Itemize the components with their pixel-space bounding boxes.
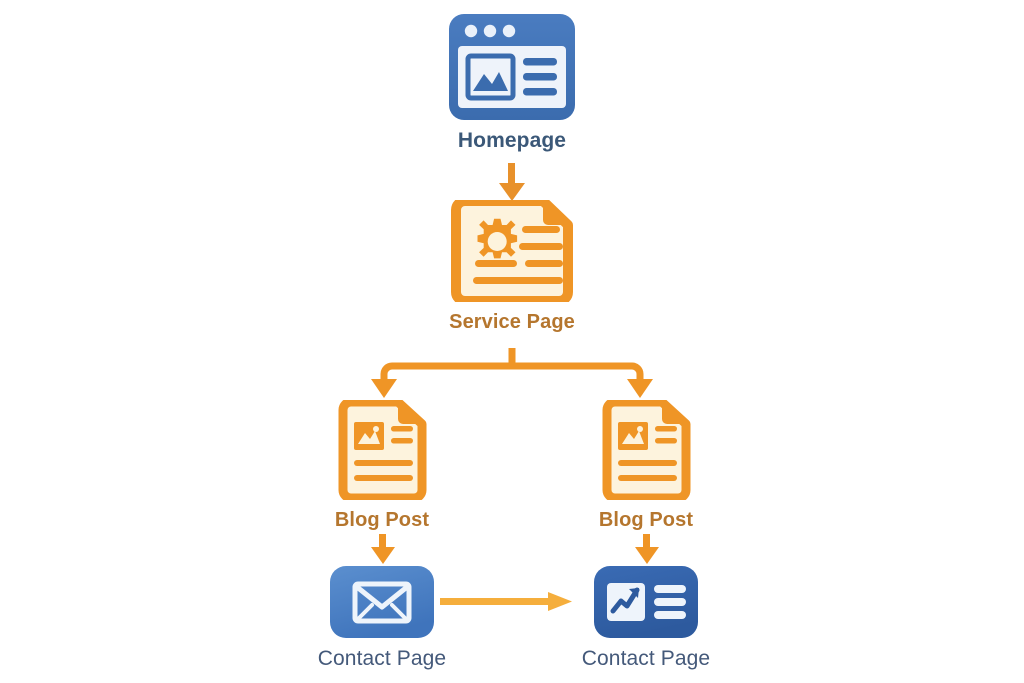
node-contact-page-left[interactable]: Contact Page (292, 566, 472, 671)
node-homepage[interactable]: Homepage (422, 14, 602, 153)
document-image-icon (600, 397, 693, 503)
node-label-service-page: Service Page (449, 311, 575, 333)
connector-blog-right-to-contact-right (626, 534, 668, 566)
connector-blog-left-to-contact-left (362, 534, 404, 566)
chart-panel-icon (594, 566, 698, 638)
node-label-blog-post-left: Blog Post (334, 509, 430, 531)
node-contact-page-right[interactable]: Contact Page (556, 566, 736, 671)
connector-contact-left-to-contact-right (440, 588, 580, 616)
browser-window-icon (449, 14, 575, 120)
node-label-blog-post-right: Blog Post (598, 509, 694, 531)
connector-homepage-to-service (487, 163, 537, 203)
node-label-contact-page-left: Contact Page (317, 647, 447, 670)
node-label-contact-page-right: Contact Page (581, 647, 711, 670)
envelope-icon (330, 566, 434, 638)
connector-service-to-blogs (362, 348, 662, 400)
document-gear-icon (447, 196, 577, 306)
node-blog-post-right[interactable]: Blog Post (556, 397, 736, 532)
node-service-page[interactable]: Service Page (422, 196, 602, 334)
node-label-homepage: Homepage (457, 129, 567, 152)
document-image-icon (336, 397, 429, 503)
node-blog-post-left[interactable]: Blog Post (292, 397, 472, 532)
